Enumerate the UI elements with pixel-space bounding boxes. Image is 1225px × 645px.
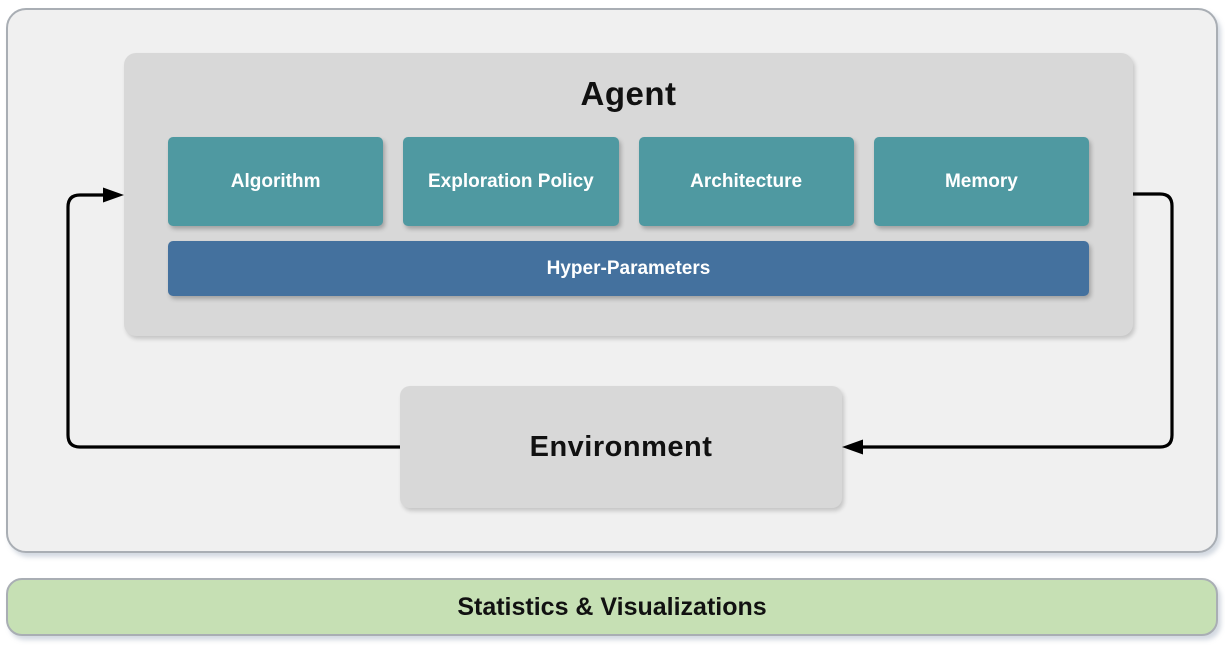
component-architecture: Architecture xyxy=(638,137,854,226)
component-memory: Memory xyxy=(873,137,1089,226)
component-exploration-policy: Exploration Policy xyxy=(403,137,619,226)
component-algorithm: Algorithm xyxy=(168,137,384,226)
hyper-parameters-bar: Hyper-Parameters xyxy=(168,241,1089,296)
agent-component-row: Algorithm Exploration Policy Architectur… xyxy=(168,137,1089,226)
stats-visualizations-bar: Statistics & Visualizations xyxy=(6,578,1218,636)
agent-title: Agent xyxy=(580,75,677,112)
environment-box: Environment xyxy=(400,386,842,508)
agent-box: Agent Algorithm Exploration Policy Archi… xyxy=(124,53,1133,336)
